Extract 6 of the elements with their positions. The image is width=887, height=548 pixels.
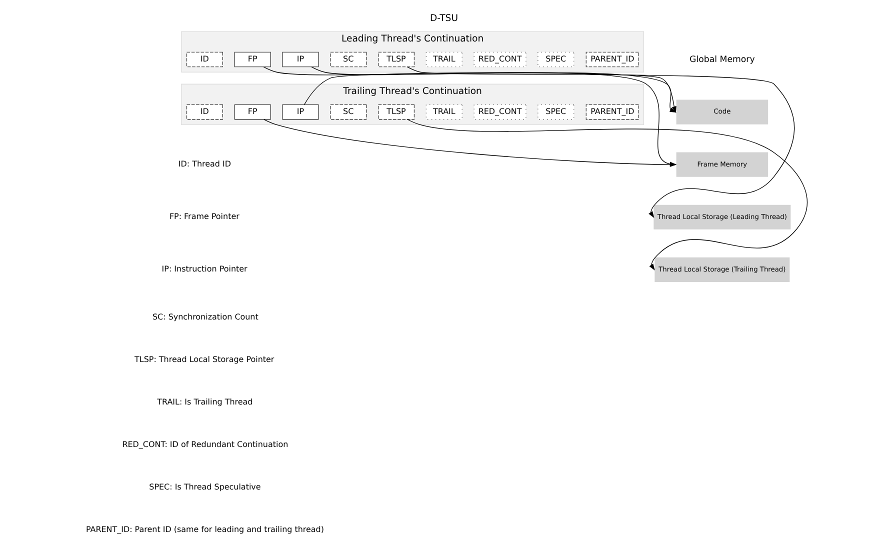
label: Global Memory [689, 54, 754, 65]
arrow [310, 66, 676, 112]
arrow [406, 119, 808, 271]
diagram-title: D-TSU [429, 13, 458, 24]
arrow [304, 72, 676, 114]
arrow [406, 66, 794, 218]
